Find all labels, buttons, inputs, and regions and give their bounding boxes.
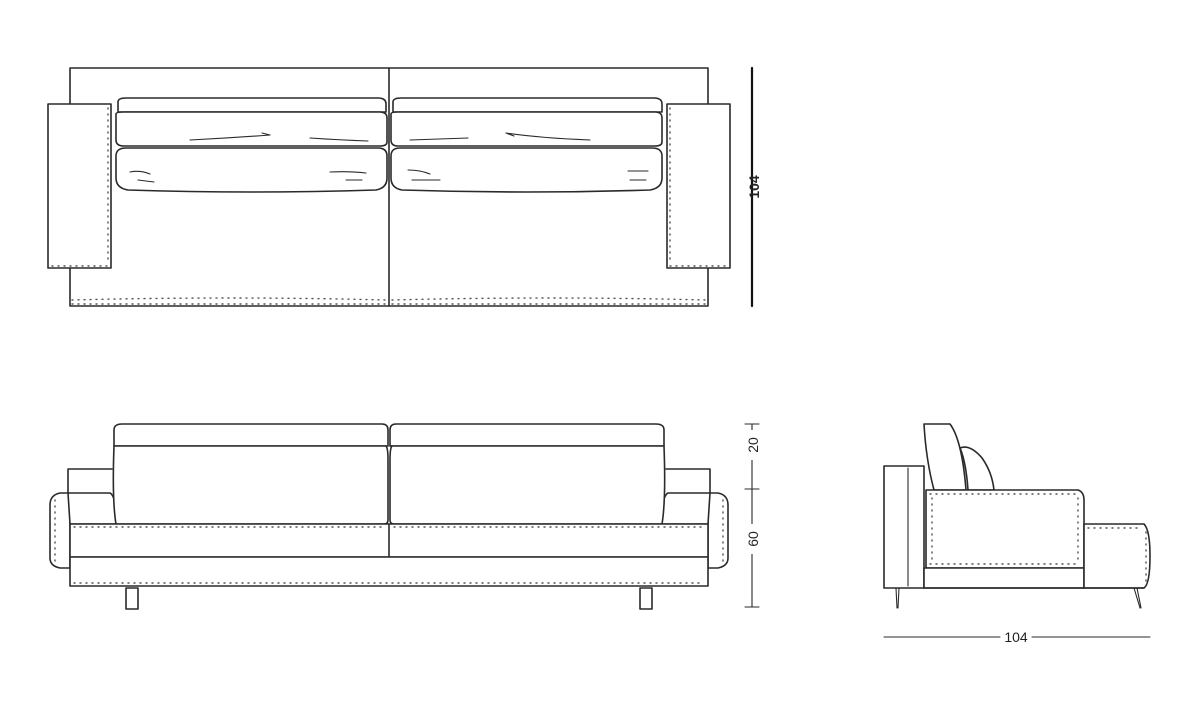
front-view-height-dimensions: 20 60 [744, 423, 761, 608]
top-view-backrest [69, 67, 709, 105]
front-view-seat [69, 523, 709, 558]
top-view-depth-dimension: 104 [746, 66, 762, 308]
side-view-front-leg [895, 587, 900, 609]
top-view-seat-cushions [115, 147, 663, 193]
top-view [47, 67, 731, 307]
front-view-left-leg [125, 587, 139, 610]
front-view-right-arm [707, 492, 729, 569]
front-view-right-leg [639, 587, 653, 610]
top-view-right-arm [666, 103, 731, 269]
front-view-back-cushions [112, 423, 666, 525]
side-view-back-leg [1133, 587, 1142, 609]
side-view-depth-dimension: 104 [883, 629, 1151, 645]
side-view-arm [883, 465, 925, 589]
side-view-back-cushion [923, 423, 967, 491]
side-view-seat [925, 489, 1085, 569]
top-view-back-cushions [115, 97, 663, 147]
top-view-depth-label: 104 [746, 175, 762, 199]
front-view [49, 423, 729, 610]
front-back-height-label: 20 [745, 437, 761, 453]
front-view-left-arm [49, 492, 71, 569]
front-view-base [69, 556, 709, 587]
side-view-chaise [1083, 523, 1151, 589]
side-view-depth-label: 104 [1004, 629, 1028, 645]
top-view-left-arm [47, 103, 112, 269]
side-view [883, 423, 1151, 609]
front-seat-height-label: 60 [745, 531, 761, 547]
